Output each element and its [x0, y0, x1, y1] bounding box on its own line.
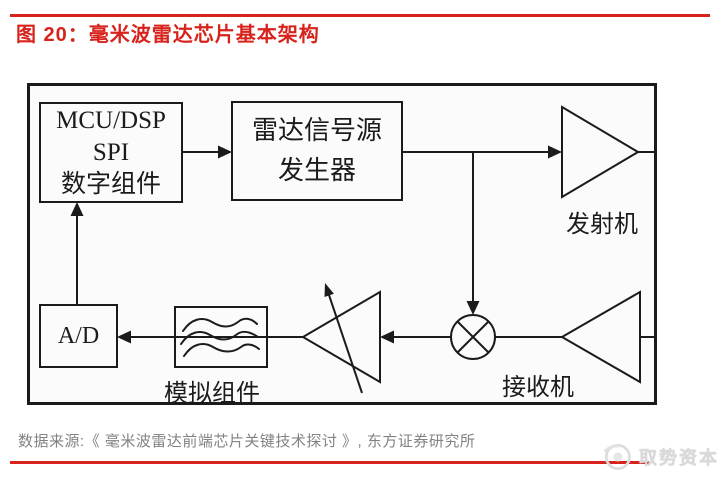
adc-label: A/D [57, 322, 100, 349]
watermark: 取势资本 [600, 440, 719, 474]
arrow-into-transmitter [548, 145, 562, 159]
arrow-into-mixer [466, 301, 480, 315]
radar-signal-source-box: 雷达信号源 发生器 [232, 102, 402, 200]
bottom-red-rule [10, 461, 649, 464]
radar-chip-block-diagram: MCU/DSP SPI 数字组件 雷达信号源 发生器 A/D 发射机 接收机 模… [27, 83, 657, 407]
variable-gain-amplifier-triangle [301, 290, 381, 384]
figure-title: 图 20：毫米波雷达芯片基本架构 [16, 24, 320, 46]
watermark-logo-icon [604, 444, 631, 470]
data-source-text: 数据来源:《 毫米波雷达前端芯片关键技术探讨 》, 东方证券研究所 [18, 433, 476, 450]
adc-box: A/D [40, 305, 117, 367]
mcu-line1: MCU/DSP [56, 106, 166, 134]
filter-waves-icon [180, 317, 260, 357]
adc-box-border [39, 304, 118, 368]
diagram-outer-border [27, 83, 657, 405]
arrowheads [70, 145, 562, 344]
receiver-amplifier-triangle [559, 290, 641, 384]
analog-components-label: 模拟组件 [164, 381, 260, 407]
vga-gain-adjust-line [328, 294, 363, 394]
mixer-x-icon [456, 320, 490, 354]
arrow-into-signal-box [218, 145, 232, 159]
top-red-rule [10, 14, 710, 17]
mcu-line3: 数字组件 [60, 170, 161, 198]
signal-line2: 发生器 [277, 156, 356, 185]
arrow-into-adc [117, 330, 131, 344]
transmitter-amplifier-triangle [561, 105, 640, 199]
diagram-shapes [27, 83, 657, 405]
watermark-text: 取势资本 [639, 448, 719, 468]
arrow-into-mcu [70, 202, 84, 216]
mcu-line2: SPI [92, 138, 130, 166]
arrow-into-vga [380, 330, 394, 344]
mcu-dsp-box: MCU/DSP SPI 数字组件 [40, 103, 182, 202]
receiver-label: 接收机 [502, 375, 574, 401]
arrow-vga-gain-adjust [324, 283, 334, 297]
signal-line1: 雷达信号源 [251, 116, 382, 145]
transmitter-label: 发射机 [566, 212, 638, 238]
